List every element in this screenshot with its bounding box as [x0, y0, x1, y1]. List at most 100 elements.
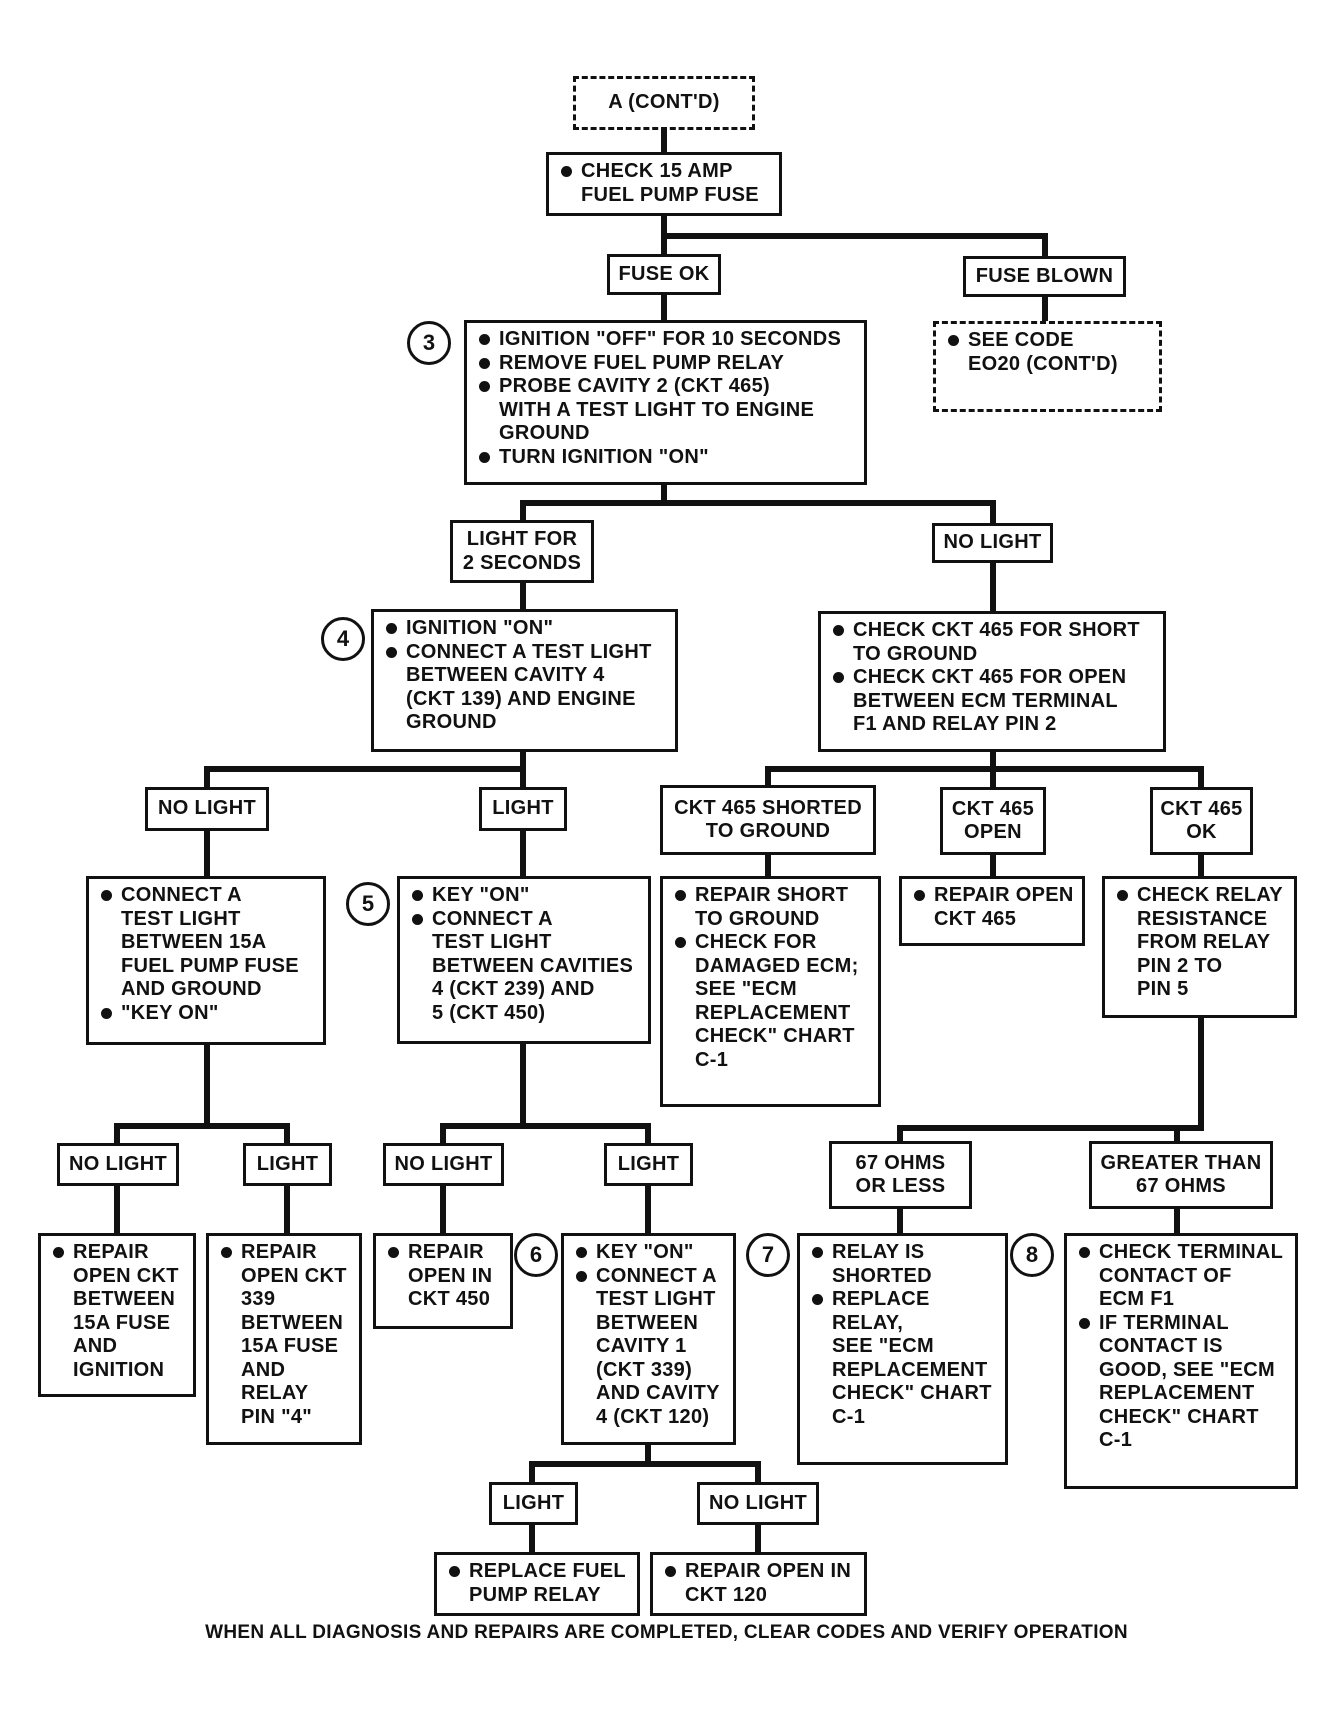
bullet-text: REPAIR SHORT	[673, 884, 872, 908]
box-text: PIN 2 TO	[1137, 954, 1223, 977]
box-text: BETWEEN ECM TERMINAL	[853, 689, 1118, 712]
bullet-text: REPLACE FUEL	[447, 1560, 631, 1584]
bullet-text: CHECK 15 AMP	[559, 160, 773, 184]
box-text: TEST LIGHT	[121, 907, 241, 930]
box-text: 4 (CKT 239) AND	[432, 978, 595, 1000]
node-nolight2: NO LIGHT	[145, 787, 269, 831]
bullet-text: SEE CODE	[946, 329, 1153, 353]
box-text: NO LIGHT	[69, 1152, 167, 1175]
bullet-text: IGNITION "ON"	[384, 617, 669, 641]
bullet-text: CHECK CKT 465 FOR OPEN	[831, 666, 1157, 690]
box-text: TEST LIGHT	[432, 931, 552, 953]
box-text: C-1	[832, 1405, 866, 1428]
box-text: CHECK" CHART	[832, 1382, 992, 1404]
box-text: C-1	[1099, 1429, 1133, 1451]
box-text: PIN 5	[1137, 978, 1189, 1000]
bullet-text: REPAIR	[51, 1241, 187, 1265]
node-light3: LIGHT	[243, 1143, 332, 1186]
bullet-text: REPAIR OPEN IN	[663, 1560, 858, 1584]
box-text: DAMAGED ECM;	[695, 954, 859, 977]
box-text: CKT 465	[934, 907, 1017, 930]
box-text: BETWEEN 15A	[121, 931, 267, 953]
box-text: 339	[241, 1288, 276, 1310]
node-light5: LIGHT	[489, 1482, 578, 1525]
box-text: CONTACT IS	[1099, 1335, 1223, 1357]
box-text: CKT 465	[1160, 797, 1243, 820]
bullet-text: "KEY ON"	[99, 1002, 317, 1026]
box-text: RELAY	[241, 1382, 309, 1404]
step-3-marker: 3	[407, 321, 451, 365]
box-text: PIN "4"	[241, 1405, 313, 1428]
box-text: OPEN	[964, 821, 1022, 843]
bullet-text: KEY "ON"	[410, 884, 642, 908]
node-light2: LIGHT	[479, 787, 567, 831]
step-7-number: 7	[761, 1242, 775, 1267]
box-text: REPLACEMENT	[832, 1358, 988, 1381]
box-text: GOOD, SEE "ECM	[1099, 1358, 1275, 1381]
box-text: LIGHT	[256, 1152, 319, 1175]
box-text: FUEL PUMP FUSE	[581, 183, 759, 206]
box-text: TO GROUND	[853, 642, 978, 665]
box-text: REPLACEMENT	[695, 1001, 851, 1024]
box-text: BETWEEN	[596, 1311, 699, 1334]
box-text: 5 (CKT 450)	[432, 1001, 546, 1024]
box-text: OK	[1186, 821, 1217, 843]
step-5-number: 5	[361, 891, 375, 916]
box-text: CAVITY 1	[596, 1335, 687, 1357]
box-text: NO LIGHT	[158, 797, 256, 820]
node-fuseblown: FUSE BLOWN	[963, 256, 1126, 297]
box-text: AND GROUND	[121, 978, 262, 1000]
box-text: CKT 465	[951, 797, 1035, 820]
box-text: FUSE BLOWN	[975, 264, 1114, 287]
box-text: SEE "ECM	[832, 1335, 934, 1357]
node-light4: LIGHT	[604, 1143, 693, 1186]
box-text: GROUND	[499, 422, 590, 444]
box-text: WITH A TEST LIGHT TO ENGINE	[499, 398, 815, 421]
node-nolight5: NO LIGHT	[697, 1482, 819, 1525]
step-4-marker: 4	[321, 617, 365, 661]
bullet-text: CONNECT A	[574, 1265, 727, 1289]
box-text: GROUND	[406, 711, 497, 733]
node-nolight3: NO LIGHT	[57, 1143, 179, 1186]
box-text: CKT 120	[685, 1583, 768, 1606]
node-nolight4: NO LIGHT	[383, 1143, 504, 1186]
box-text: LIGHT FOR	[466, 528, 578, 550]
box-text: EO20 (CONT'D)	[968, 352, 1118, 375]
node-fuseok: FUSE OK	[607, 254, 721, 295]
box-text: FUSE OK	[618, 262, 710, 285]
box-text: NO LIGHT	[943, 531, 1042, 554]
box-text: AND	[73, 1335, 118, 1357]
box-text: NO LIGHT	[394, 1152, 493, 1175]
box-text: LIGHT	[492, 797, 554, 820]
bullet-text: CHECK FOR	[673, 931, 872, 955]
step-7-marker: 7	[746, 1233, 790, 1277]
box-text: GREATER THAN	[1100, 1151, 1262, 1174]
box-text: FROM RELAY	[1137, 931, 1271, 953]
box-text: SEE "ECM	[695, 978, 797, 1000]
box-text: OPEN IN	[408, 1264, 493, 1287]
step-6-number: 6	[529, 1242, 543, 1267]
box-text: RESISTANCE	[1137, 907, 1268, 930]
step-6-marker: 6	[514, 1233, 558, 1277]
box-text: (CKT 139) AND ENGINE	[406, 687, 636, 710]
step-3-number: 3	[422, 330, 436, 355]
step-8-number: 8	[1025, 1242, 1039, 1267]
box-text: AND	[241, 1358, 286, 1381]
box-text: F1 AND RELAY PIN 2	[853, 713, 1057, 735]
box-text: SHORTED	[832, 1264, 932, 1287]
bullet-text: CHECK CKT 465 FOR SHORT	[831, 619, 1157, 643]
